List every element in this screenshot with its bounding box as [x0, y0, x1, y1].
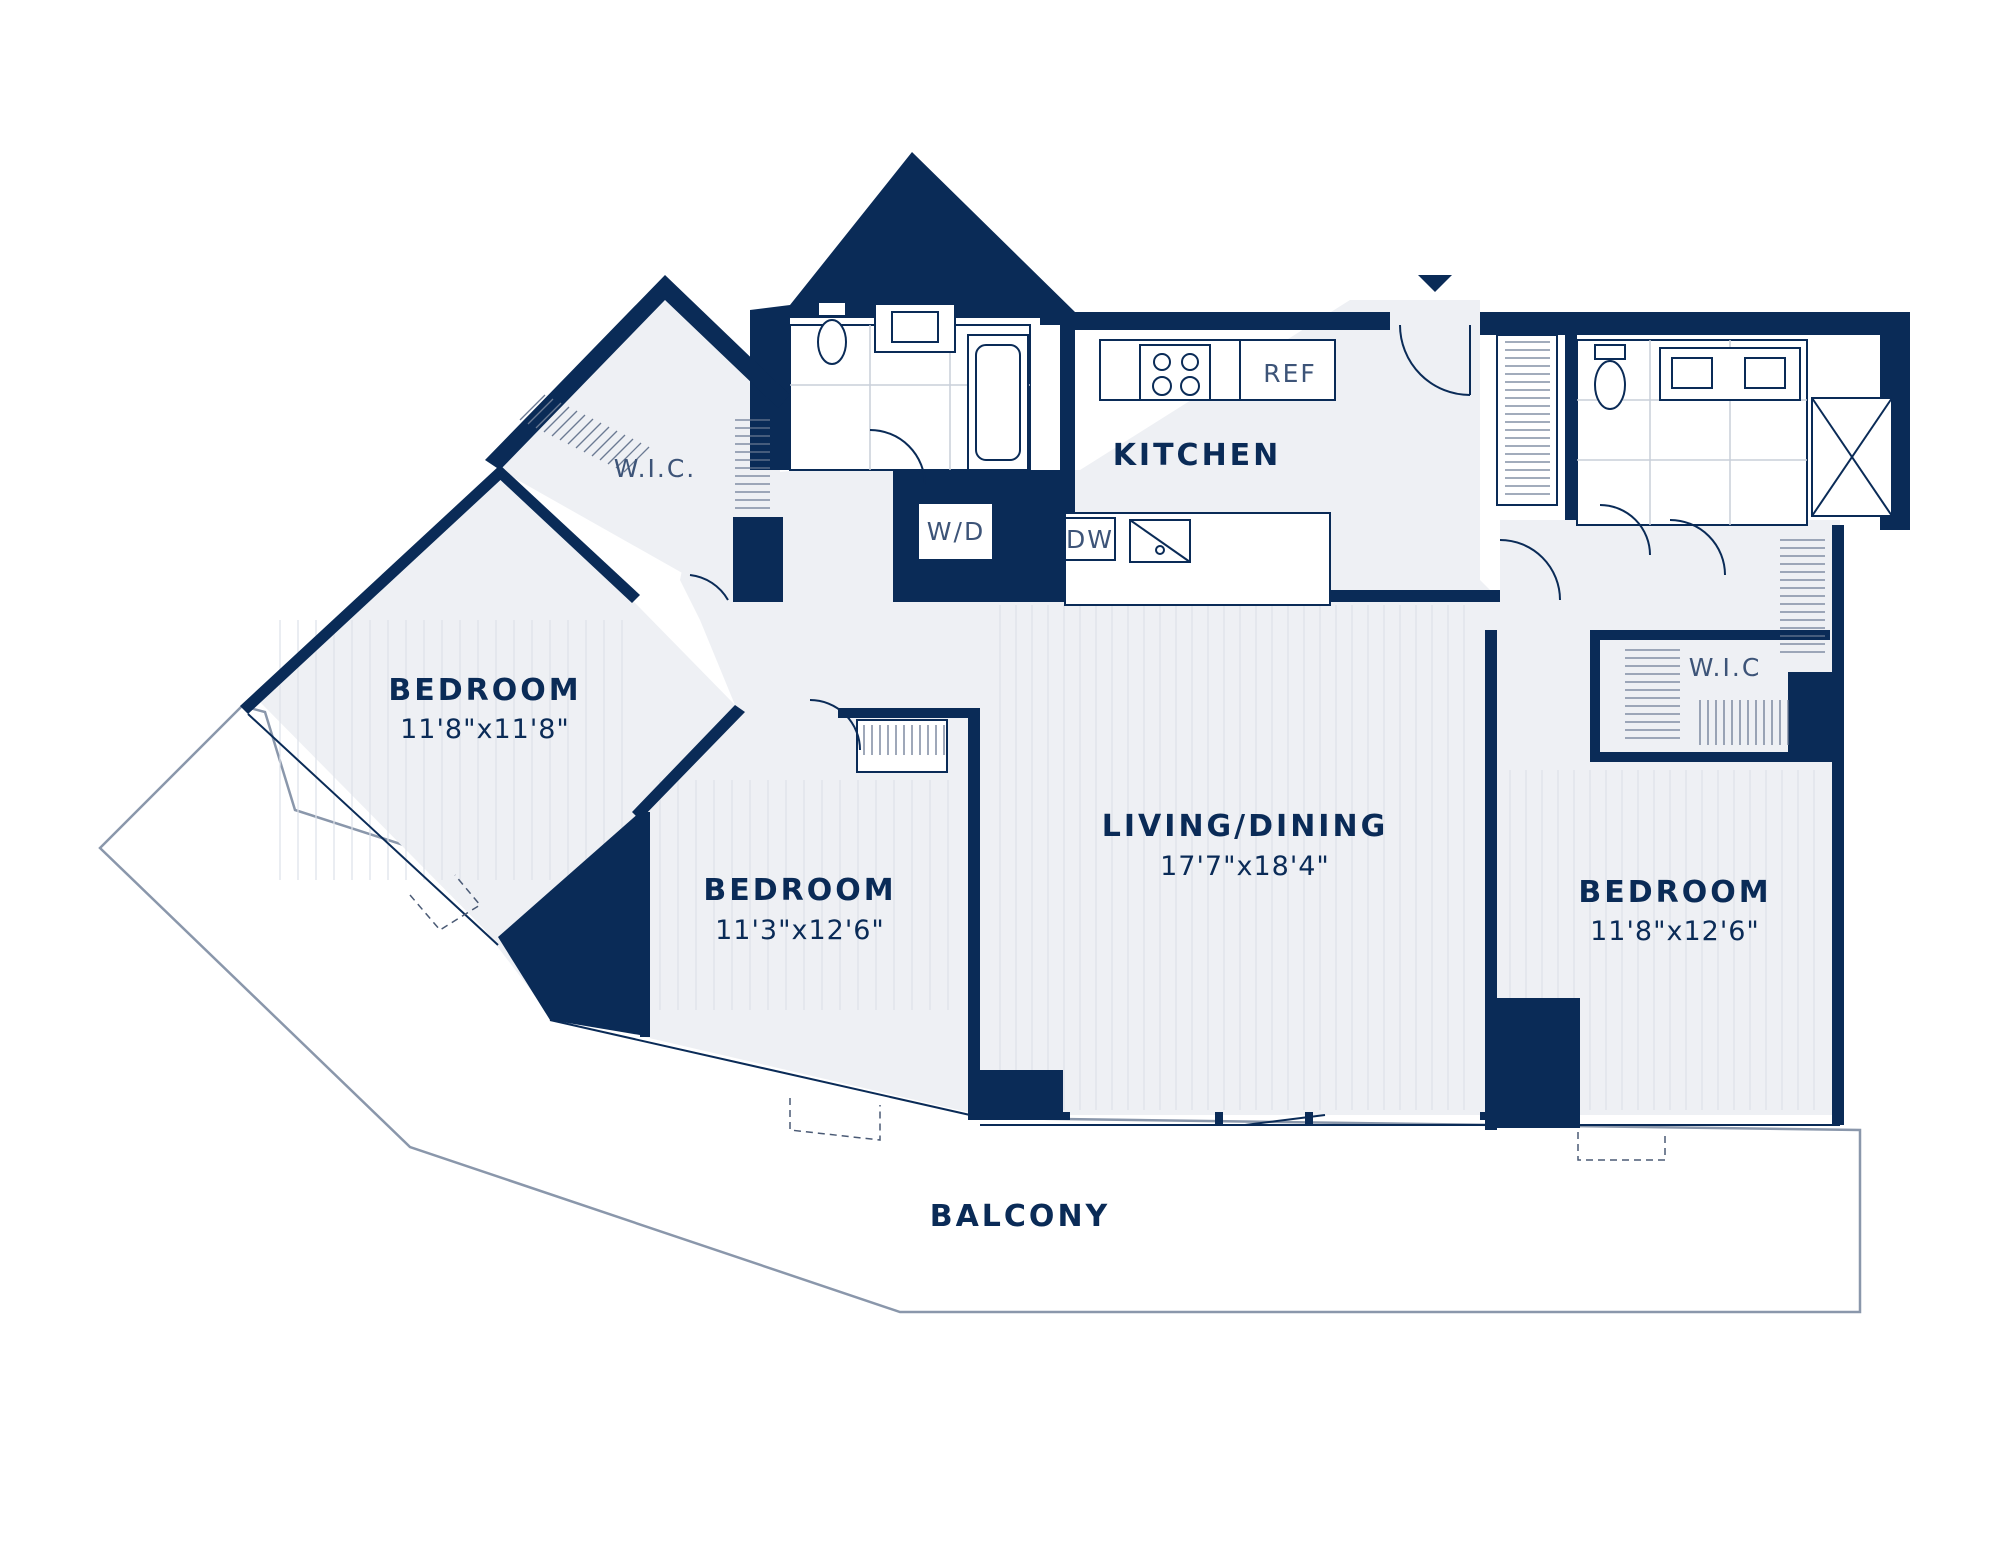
closet-shelf: [527, 398, 554, 425]
living-dining-dims: 17'7"x18'4": [1160, 851, 1330, 882]
kitchen-sink-icon: [1129, 519, 1191, 563]
wall-stubs: [970, 1112, 1580, 1126]
ref-label: REF: [1263, 359, 1317, 388]
kitchen-label: KITCHEN: [1113, 438, 1282, 473]
closet-shelf: [623, 446, 650, 473]
wic-left-label: W.I.C.: [614, 454, 697, 483]
bedroom-left-label: BEDROOM: [388, 673, 581, 708]
floor-planks: [279, 605, 1815, 1110]
toilet-icon: [1594, 344, 1626, 410]
bedroom-right-label: BEDROOM: [1578, 875, 1771, 910]
closet-shelf: [535, 402, 562, 429]
closet-shelf: [591, 430, 618, 457]
washer-dryer: [917, 502, 994, 561]
bedroom-left-dims: 11'8"x11'8": [400, 714, 570, 745]
dw-label: DW: [1066, 525, 1114, 554]
entry-arrow-icon: [1418, 275, 1452, 292]
bathtub-icon: [967, 334, 1029, 471]
closet-shelf: [615, 442, 642, 469]
closet-shelf: [519, 394, 546, 421]
toilet-icon: [817, 301, 847, 365]
sink-icon: [874, 303, 956, 353]
windows: [247, 713, 1840, 1126]
closet-shelf: [551, 410, 578, 437]
bedroom-right-dims: 11'8"x12'6": [1590, 916, 1760, 947]
window-swings: [409, 874, 1666, 1161]
bedroom-middle-label: BEDROOM: [703, 873, 896, 908]
closet-shelf: [599, 434, 626, 461]
wic-right-label: W.I.C: [1689, 653, 1762, 682]
closet-shelf: [543, 406, 570, 433]
doors: [689, 324, 1726, 1126]
wd-label: W/D: [927, 517, 985, 546]
shower-icon: [1811, 397, 1893, 517]
closet-shelf: [607, 438, 634, 465]
closet-shelf: [567, 418, 594, 445]
closet-shelf: [583, 426, 610, 453]
closet-shelf: [559, 414, 586, 441]
bedroom-middle-dims: 11'3"x12'6": [715, 915, 885, 946]
closet-shelf: [575, 422, 602, 449]
living-dining-label: LIVING/DINING: [1102, 809, 1388, 844]
dishwasher: [1064, 517, 1116, 561]
sink-icon: [1659, 347, 1801, 401]
balcony-label: BALCONY: [930, 1199, 1111, 1234]
closet-shelves: [519, 334, 1825, 773]
cooktop-icon: [1139, 344, 1211, 401]
